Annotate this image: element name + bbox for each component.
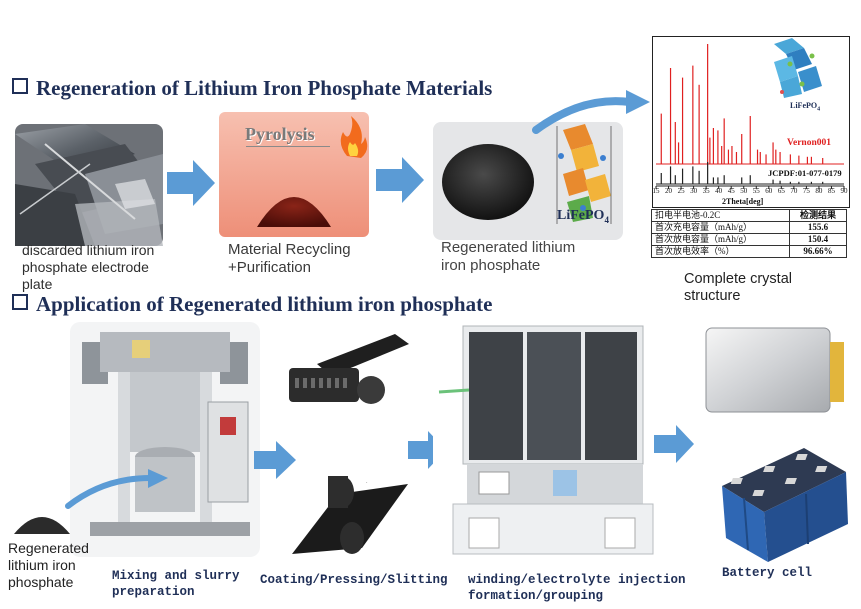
step2-caption-line1: Material Recycling <box>228 241 351 258</box>
section-title: Regeneration of Lithium Iron Phosphate M… <box>36 76 493 100</box>
inset-formula-text: LiFePO <box>790 101 818 110</box>
xrd-tick-label: 20 <box>665 187 673 195</box>
source-caption-line3: phosphate <box>8 574 74 590</box>
xrd-tick-label: 25 <box>677 187 685 195</box>
formula-subscript: 4 <box>604 214 609 225</box>
mixing-caption-line2: preparation <box>112 585 195 599</box>
crystal-structure-icon <box>556 124 612 224</box>
xrd-reference-series <box>656 162 844 185</box>
xrd-tick-label: 50 <box>740 187 748 195</box>
table-row: 首次放电容量（mAh/g）150.4 <box>651 233 848 246</box>
heading-square-icon <box>12 78 28 94</box>
discarded-electrode-plate-image <box>15 124 163 246</box>
xrd-tick-label: 85 <box>827 187 835 195</box>
battery-caption: Battery cell <box>722 566 813 580</box>
arrow-right-icon <box>654 425 694 463</box>
xrd-tick-label: 75 <box>802 187 810 195</box>
xrd-x-ticks <box>655 185 845 189</box>
mixing-machine-image <box>70 322 260 557</box>
crystal-caption-line2: structure <box>684 288 741 304</box>
step2-caption: Material Recycling +Purification <box>228 241 351 277</box>
xrd-tick-label: 70 <box>790 187 798 195</box>
winding-machine-image <box>433 322 663 562</box>
xrd-sample-series <box>656 44 844 165</box>
source-caption-line2: lithium iron <box>8 557 76 573</box>
xrd-tick-labels: 15 20 25 30 35 40 45 50 55 60 65 70 75 80 85 90 <box>652 187 848 197</box>
table-cell: 扣电半电池-0.2C <box>651 209 790 222</box>
arrow-right-icon <box>254 441 296 479</box>
xrd-x-label: 2Theta[deg] <box>722 197 764 206</box>
winding-caption-line1: winding/electrolyte injection <box>468 573 686 587</box>
step1-caption-line1: discarded lithium iron <box>22 242 155 258</box>
svg-text:·: · <box>366 480 368 486</box>
table-row: 首次放电效率（%）96.66% <box>651 245 848 258</box>
coating-caption: Coating/Pressing/Slitting <box>260 573 448 587</box>
pouch-cell-image <box>705 327 844 413</box>
curved-arrow-icon <box>65 469 168 509</box>
curved-arrow-icon <box>532 90 650 134</box>
xrd-tick-label: 65 <box>777 187 785 195</box>
xrd-tick-label: 15 <box>652 187 660 195</box>
xrd-tick-label: 35 <box>702 187 710 195</box>
pyrolysis-image <box>219 112 369 237</box>
section-heading-regeneration: Regeneration of Lithium Iron Phosphate M… <box>12 76 492 101</box>
lifepo4-formula: LiFePO4 <box>557 208 609 225</box>
table-cell: 150.4 <box>788 233 848 246</box>
regenerated-lfp-image <box>433 122 623 240</box>
mixing-caption: Mixing and slurry preparation <box>112 568 240 600</box>
table-row: 首次充电容量（mAh/g）155.6 <box>651 221 848 234</box>
step2-caption-line2: +Purification <box>228 259 311 276</box>
step3-caption-line1: Regenerated lithium <box>441 239 576 256</box>
xrd-tick-label: 60 <box>765 187 773 195</box>
crystal-caption-line1: Complete crystal <box>684 271 792 287</box>
source-caption-line1: Regenerated <box>8 540 89 556</box>
xrd-sample-label: Vernon001 <box>787 138 831 148</box>
crystal-structure-icon <box>774 38 822 98</box>
battery-cell-image <box>722 448 848 562</box>
step3-caption: Regenerated lithium iron phosphate <box>441 239 575 275</box>
xrd-reference-label: JCPDF:01-077-0179 <box>768 168 842 178</box>
coating-roller-image <box>289 334 409 404</box>
step3-caption-line2: iron phosphate <box>441 257 541 274</box>
winding-caption: winding/electrolyte injection formation/… <box>468 572 686 604</box>
step1-caption-line2: phosphate electrode <box>22 259 149 275</box>
xrd-chart <box>655 38 845 189</box>
table-cell: 155.6 <box>788 221 848 234</box>
pyrolysis-label: Pyrolysis <box>245 124 315 144</box>
table-cell: 首次放电效率（%） <box>651 245 790 258</box>
heading-square-icon <box>12 294 28 310</box>
section-heading-application: Application of Regenerated lithium iron … <box>12 292 492 317</box>
pyrolysis-underline <box>246 146 330 147</box>
powder-pile-image <box>14 517 70 534</box>
mixing-caption-line1: Mixing and slurry <box>112 569 240 583</box>
table-cell: 96.66% <box>788 245 848 258</box>
xrd-tick-label: 40 <box>715 187 723 195</box>
xrd-chart-frame <box>652 36 850 208</box>
step1-caption: discarded lithium iron phosphate electro… <box>22 242 172 293</box>
section-title: Application of Regenerated lithium iron … <box>36 292 493 316</box>
xrd-tick-label: 45 <box>727 187 735 195</box>
xrd-tick-label: 80 <box>815 187 823 195</box>
table-cell: 检测结果 <box>788 209 848 222</box>
arrow-right-icon <box>167 160 215 206</box>
formula-text: LiFePO <box>557 208 605 223</box>
xrd-tick-label: 90 <box>840 187 848 195</box>
step1-caption-line3: plate <box>22 276 53 292</box>
source-caption: Regenerated lithium iron phosphate <box>8 540 89 591</box>
table-cell: 首次放电容量（mAh/g） <box>651 233 790 246</box>
xrd-tick-label: 30 <box>690 187 698 195</box>
flame-icon <box>340 116 368 158</box>
pressing-roller-image: · <box>292 476 408 554</box>
table-cell: 首次充电容量（mAh/g） <box>651 221 790 234</box>
arrow-right-icon <box>376 157 424 203</box>
xrd-tick-label: 55 <box>752 187 760 195</box>
inset-formula-subscript: 4 <box>817 106 821 113</box>
winding-caption-line2: formation/grouping <box>468 589 604 603</box>
crystal-caption: Complete crystal structure <box>684 271 792 305</box>
xrd-inset-formula: LiFePO4 <box>790 101 820 113</box>
